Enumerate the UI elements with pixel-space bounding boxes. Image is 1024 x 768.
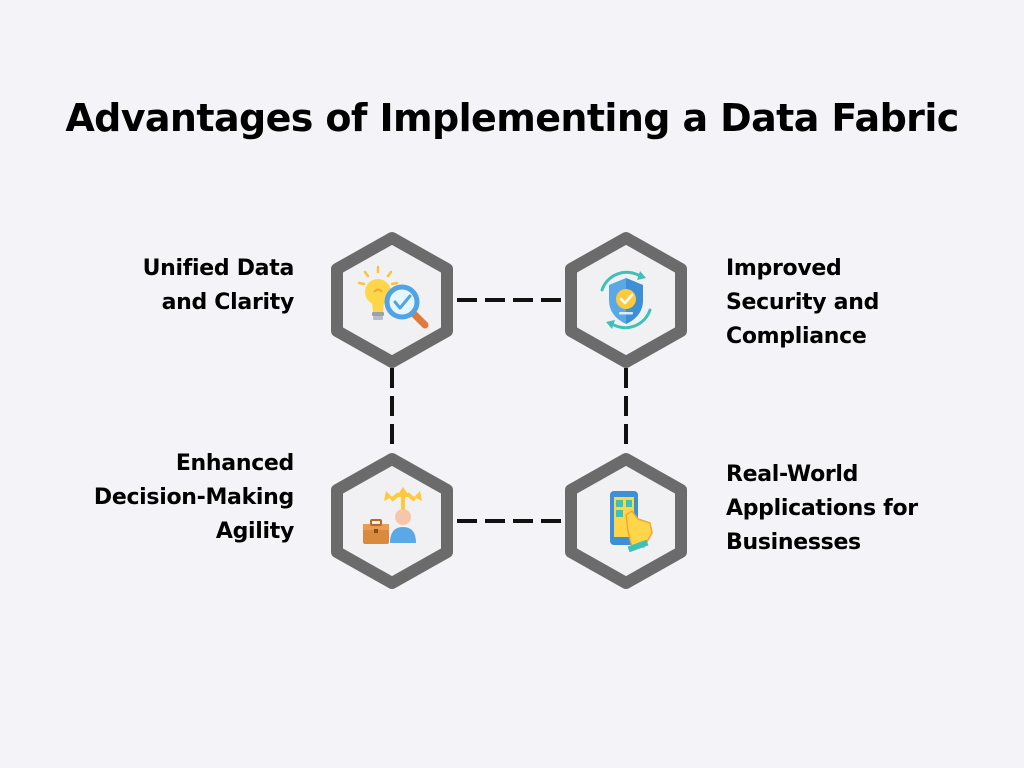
shield-check-icon xyxy=(600,270,652,330)
node-label-improved-security: Improved Security and Compliance xyxy=(726,256,880,349)
lightbulb-magnifier-icon xyxy=(357,265,429,329)
hexagon-unified-data xyxy=(331,232,453,368)
hexagon-improved-security xyxy=(565,232,687,368)
node-label-decision-agility: Enhanced Decision-Making Agility xyxy=(93,451,294,544)
connectors xyxy=(390,298,628,523)
page-title: Advantages of Implementing a Data Fabric xyxy=(65,96,959,140)
hexagon-real-world-apps xyxy=(565,453,687,589)
node-label-unified-data: Unified Data and Clarity xyxy=(142,256,295,315)
businessperson-arrows-icon xyxy=(363,487,422,544)
hexagon-decision-agility xyxy=(331,453,453,589)
phone-touch-icon xyxy=(610,491,653,553)
node-label-real-world-apps: Real-World Applications for Businesses xyxy=(726,462,918,555)
